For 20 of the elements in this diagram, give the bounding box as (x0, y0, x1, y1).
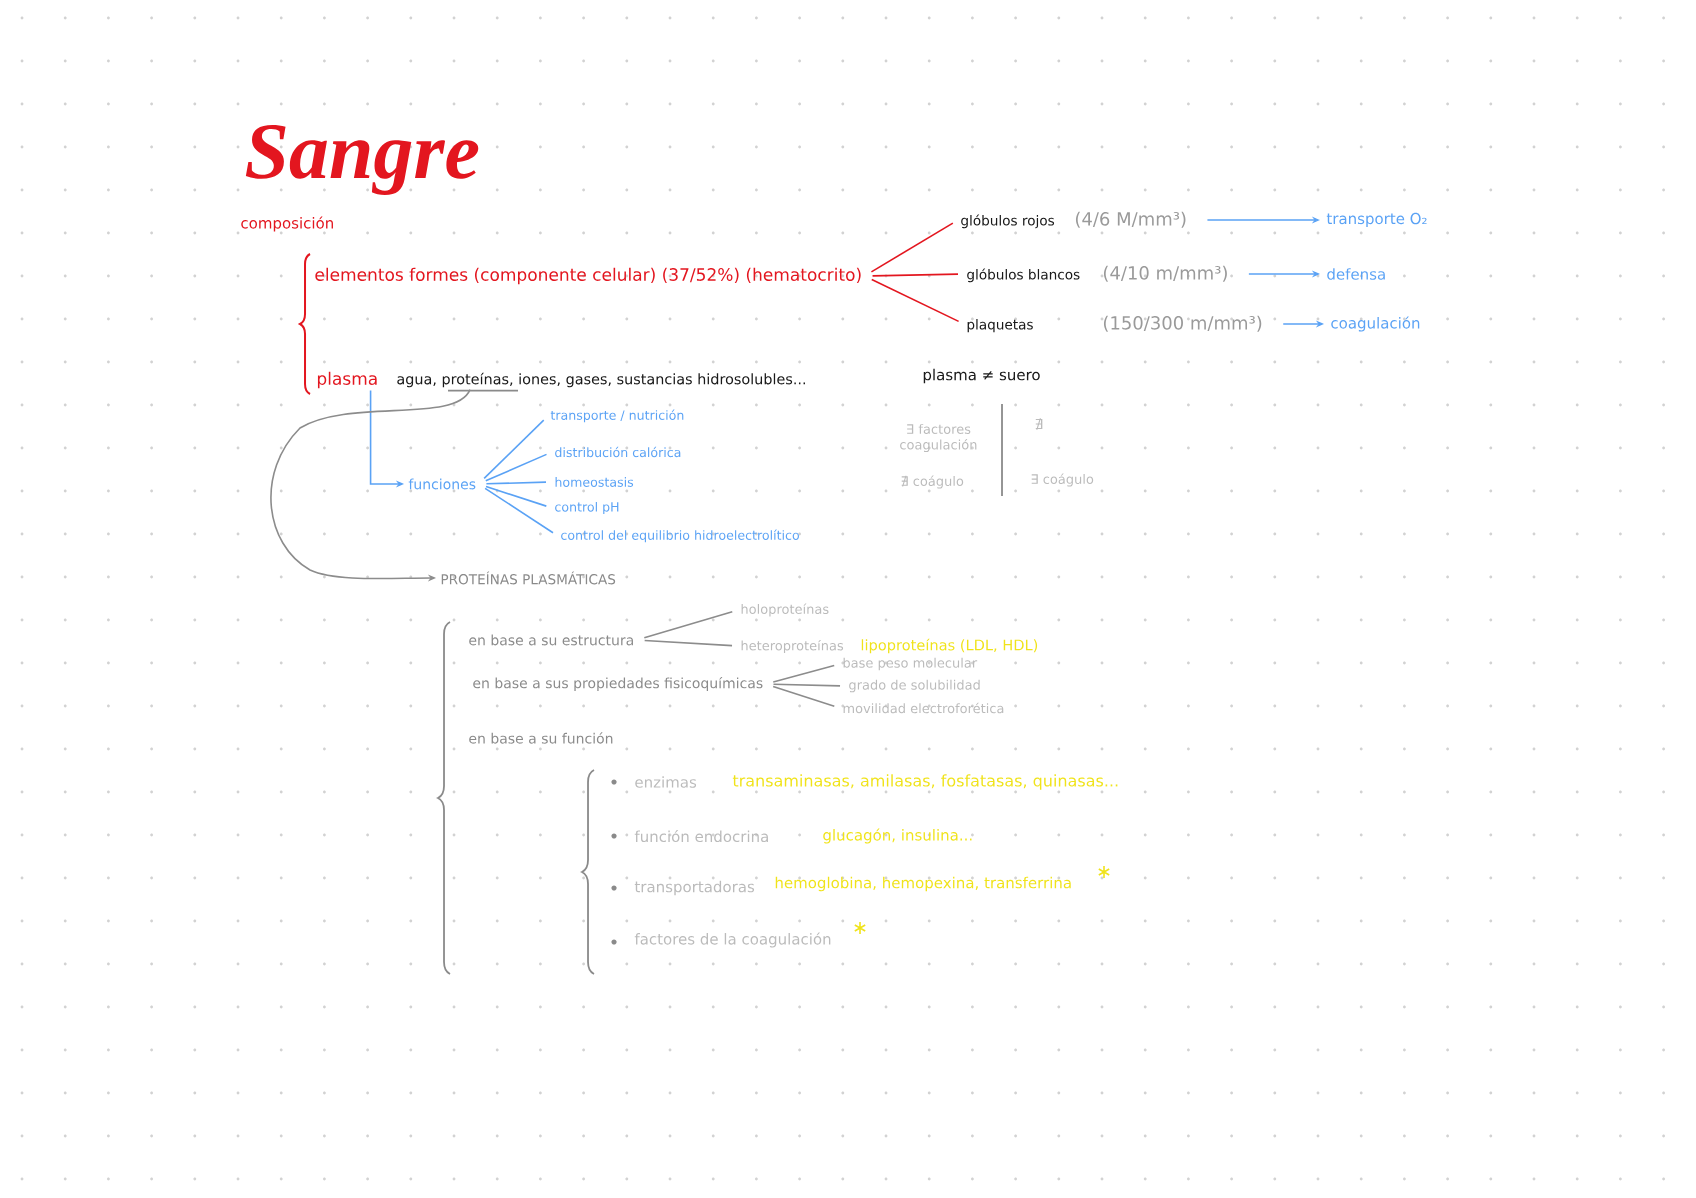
branch-line (871, 273, 959, 277)
branch-line (772, 685, 836, 707)
branch-line (870, 222, 954, 273)
count-range: (150/300 m/mm³) (1103, 315, 1262, 332)
branch-line (772, 664, 835, 683)
branch-line (485, 481, 547, 485)
count-range: (4/6 M/mm³) (1075, 211, 1186, 228)
branch-line (484, 487, 554, 534)
branch-line (485, 485, 548, 507)
branch-line (772, 683, 841, 687)
category-label: plasma (317, 371, 377, 389)
count-range: (4/10 m/mm³) (1103, 265, 1227, 282)
title: Sangre (245, 125, 479, 195)
branch-line (870, 278, 960, 323)
branch-line (484, 453, 548, 482)
branch-line (643, 610, 734, 639)
branch-line (483, 419, 545, 480)
category-label: elementos formes (componente celular) (37/52%) (hematocrito) (315, 267, 861, 285)
example-list: transaminasas, amilasas, fosfatasas, quinasas... (732, 774, 1118, 790)
branch-line (643, 639, 733, 647)
